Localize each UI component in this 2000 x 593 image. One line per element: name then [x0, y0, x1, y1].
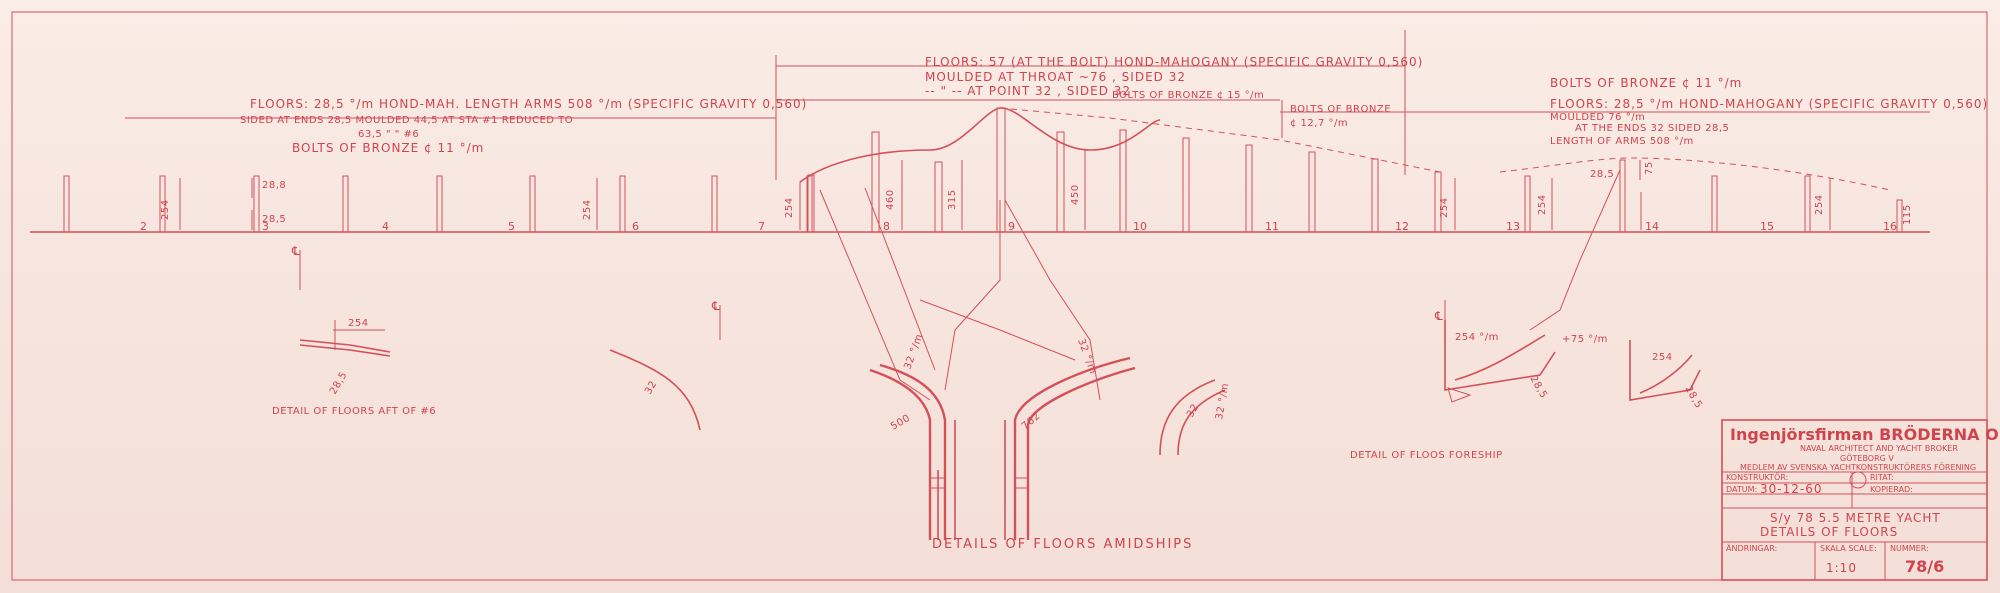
title-datum: 30-12-60 [1760, 482, 1822, 496]
station-label: 6 [632, 220, 639, 233]
title-member: MEDLEM AV SVENSKA YACHTKONSTRUKTÖRERS FÖ… [1740, 462, 1976, 472]
dim-28-a: 28,8 [262, 180, 286, 191]
cl-symbol-amid: ℄ [711, 299, 721, 313]
title-ritat: RITAT: [1870, 473, 1894, 482]
title-skala: 1:10 [1826, 561, 1857, 575]
note-mid-bolts-2-size: ¢ 12,7 °/m [1290, 118, 1348, 129]
fwd-dashed-line [1499, 157, 1891, 191]
station-label: 10 [1133, 220, 1147, 233]
leader-lines [819, 169, 1621, 401]
note-mid-floors-2: MOULDED AT THROAT ~76 , SIDED 32 [925, 70, 1186, 84]
midship-floor-detail-drawings [609, 349, 1226, 540]
dim-254-a: 254 [160, 199, 171, 220]
title-kopierad: KOPIERAD: [1870, 485, 1913, 494]
title-subtitle: NAVAL ARCHITECT AND YACHT BROKER [1800, 444, 1958, 453]
station-label: 15 [1760, 220, 1774, 233]
title-andringar: ÄNDRINGAR: [1726, 543, 1777, 553]
vertical-dimensions [179, 150, 1831, 230]
station-label: 16 [1883, 220, 1897, 233]
dim-254-b: 254 [582, 199, 593, 220]
dim-254-e: 254 [1537, 194, 1548, 215]
dim-254-c: 254 [784, 197, 795, 218]
note-fwd-floors-4: LENGTH OF ARMS 508 °/m [1550, 136, 1694, 147]
fore-dim-254: 254 °/m [1455, 332, 1499, 343]
dim-115: 115 [1902, 204, 1913, 225]
fore-dim-75: +75 °/m [1562, 334, 1608, 345]
aft-dim-254: 254 [348, 318, 369, 329]
amid-dim-32a: 32 °/m [902, 332, 925, 371]
note-aft-floors-2: SIDED AT ENDS 28,5 MOULDED 44,5 AT STA #… [240, 115, 573, 126]
note-fwd-bolts: BOLTS OF BRONZE ¢ 11 °/m [1550, 76, 1742, 90]
dim-28-b: 28,5 [262, 214, 286, 225]
title-datum-label: DATUM: [1726, 485, 1757, 494]
extent-lines [125, 30, 1930, 180]
note-mid-bolts-2: BOLTS OF BRONZE [1290, 104, 1391, 115]
note-mid-bolts: BOLTS OF BRONZE ¢ 15 °/m [1112, 90, 1264, 101]
sheer-dashed-line [999, 107, 1441, 173]
station-label: 8 [883, 220, 890, 233]
title-drawing: DETAILS OF FLOORS [1760, 525, 1898, 539]
station-label: 13 [1506, 220, 1520, 233]
dim-450: 450 [1070, 184, 1081, 205]
sheet-border [11, 11, 1988, 581]
title-nummer-label: NUMMER: [1890, 544, 1929, 553]
fore-dim-285b: 28,5 [1682, 384, 1704, 411]
note-aft-floors-3: 63,5 " " #6 [358, 129, 419, 140]
fore-dim-254b: 254 [1652, 352, 1673, 363]
dim-75: 75 [1644, 161, 1655, 175]
note-aft-floors-1: FLOORS: 28,5 °/m HOND-MAH. LENGTH ARMS 5… [250, 97, 807, 111]
amid-dim-500: 500 [889, 413, 912, 433]
dim-460: 460 [885, 189, 896, 210]
station-label: 2 [140, 220, 147, 233]
note-mid-floors-1: FLOORS: 57 (AT THE BOLT) HOND-MAHOGANY (… [925, 55, 1423, 69]
title-konstruktor: KONSTRUKTÖR: [1726, 472, 1788, 482]
dim-315: 315 [947, 189, 958, 210]
note-fwd-floors-1: FLOORS: 28,5 °/m HOND-MAHOGANY (SPECIFIC… [1550, 97, 1988, 111]
station-label: 7 [758, 220, 765, 233]
aft-detail-drawing [299, 320, 391, 357]
note-fwd-floors-2: MOULDED 76 °/m [1550, 112, 1645, 123]
cl-symbol-aft: ℄ [291, 244, 301, 258]
midship-floor-posts [807, 107, 1442, 233]
amid-dim-32d: 32 °/m [1214, 382, 1231, 420]
amid-dim-32b: 32 °/m [1075, 337, 1098, 376]
station-label: 11 [1265, 220, 1279, 233]
dim-28-c: 28,5 [1590, 169, 1614, 180]
centerline-markers [299, 250, 1446, 340]
midship-floor-head-curve [799, 107, 1161, 183]
aft-floor-posts [63, 175, 813, 233]
title-project: S/y 78 5.5 METRE YACHT [1770, 511, 1941, 525]
aft-dim-285: 28,5 [328, 370, 350, 397]
station-label: 3 [262, 220, 269, 233]
title-firm: Ingenjörsfirman BRÖDERNA OHLSON AB [1730, 425, 2000, 444]
station-label: 5 [508, 220, 515, 233]
note-fwd-floors-3: AT THE ENDS 32 SIDED 28,5 [1575, 123, 1729, 134]
fore-detail-label: DETAIL OF FLOOS FORESHIP [1350, 450, 1503, 461]
aft-detail-label: DETAIL OF FLOORS AFT OF #6 [272, 406, 436, 417]
title-skala-label: SKALA SCALE: [1820, 544, 1877, 553]
station-label: 12 [1395, 220, 1409, 233]
title-block-frame [1721, 419, 1988, 581]
amid-dim-762: 762 [1020, 411, 1043, 433]
fore-dim-285: 28,5 [1527, 374, 1549, 401]
cl-symbol-fwd: ℄ [1434, 309, 1444, 323]
station-label: 4 [382, 220, 389, 233]
note-mid-floors-3: -- " -- AT POINT 32 , SIDED 32 [925, 84, 1131, 98]
dim-254-f: 254 [1814, 194, 1825, 215]
aft-dim-32: 32 [643, 379, 659, 396]
title-city: GÖTEBORG V [1840, 453, 1894, 463]
note-aft-bolts: BOLTS OF BRONZE ¢ 11 °/m [292, 141, 484, 155]
amid-detail-label: DETAILS OF FLOORS AMIDSHIPS [932, 537, 1193, 552]
title-nummer: 78/6 [1905, 557, 1944, 576]
dim-254-d: 254 [1439, 197, 1450, 218]
station-label: 9 [1008, 220, 1015, 233]
foreship-detail-drawings [1444, 320, 1701, 403]
station-label: 14 [1645, 220, 1659, 233]
fwd-floor-posts [1524, 159, 1903, 233]
